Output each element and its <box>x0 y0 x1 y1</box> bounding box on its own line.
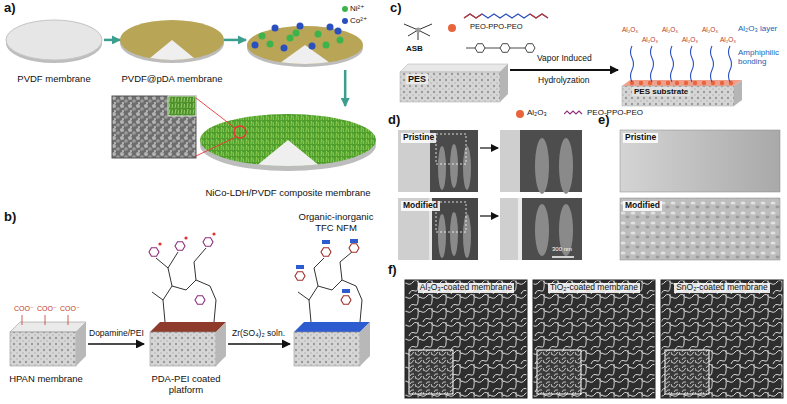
diagram-node: Modified <box>398 198 478 260</box>
text-label: b) <box>4 210 16 225</box>
legend-text: PEO-PPO-PEO <box>587 108 643 117</box>
text-label: d) <box>388 113 400 128</box>
connector-arrow <box>88 343 144 345</box>
diagram-node: HPAN membrane <box>4 316 88 400</box>
node-text: Al₂O₃-coated membrane <box>418 283 514 293</box>
diagram-node: TiO₂-coated membrane <box>533 280 655 398</box>
node-text: PDA-PEI coated platform <box>144 374 228 396</box>
node-text: Ni²⁺ <box>350 4 364 13</box>
edge-label: Zr(SO₄)₂ soln. <box>230 329 287 339</box>
node-text: Co²⁺ <box>350 16 367 25</box>
node-text: Pristine <box>623 133 658 143</box>
diagram-node: Al₂O₃ layerAmphiphilic bondingPES substr… <box>618 8 784 108</box>
node-text: NiCo-LDH/PVDF composite membrane <box>196 188 380 199</box>
connector-arrow <box>510 69 618 71</box>
text-label: f) <box>388 263 397 278</box>
node-text: Al₂O₃ layer <box>738 24 784 33</box>
connector-arrow <box>224 39 246 42</box>
node-text: Amphiphilic bonding <box>738 48 784 66</box>
text-label: a) <box>4 1 16 16</box>
diagram-node: Ni²⁺ Co²⁺ <box>246 4 380 70</box>
node-text: SnO₂-coated membrane <box>674 283 770 293</box>
text-label: Al₂O₃ <box>662 26 678 33</box>
node-text: HPAN membrane <box>4 374 88 385</box>
diagram-node: PVDF membrane <box>4 14 104 86</box>
legend-swatch <box>516 110 524 118</box>
text-label: Al₂O₃ <box>622 26 638 33</box>
legend-text: Al₂O₃ <box>527 108 547 117</box>
node-text: PES substrate <box>632 87 690 96</box>
diagram-node: SnO₂-coated membrane <box>661 280 783 398</box>
legend-line-sample <box>564 109 584 119</box>
node-text: PVDF membrane <box>4 74 104 85</box>
node-text: TiO₂-coated membrane <box>548 283 640 293</box>
diagram-node: PDA-PEI coated platform <box>144 222 228 400</box>
text-label: COO⁻ <box>37 305 57 313</box>
node-text: Modified <box>623 201 662 211</box>
text-label: ASB <box>406 44 423 53</box>
node-text: Modified <box>401 201 440 211</box>
text-label: 300 nm <box>552 246 572 253</box>
text-label: Al₂O₃ <box>720 36 736 43</box>
text-label: Hydrolyzation <box>538 76 590 86</box>
diagram-node: Modified <box>620 198 780 260</box>
diagram-node: Pristine <box>398 130 478 192</box>
diagram-node: Al₂O₃-coated membrane <box>405 280 527 398</box>
node-text: PVDF@pDA membrane <box>120 74 224 85</box>
text-label: c) <box>390 1 402 16</box>
text-label: Al₂O₃ <box>682 36 698 43</box>
text-label: COO⁻ <box>14 305 34 313</box>
connector-arrow <box>104 39 120 42</box>
text-label: COO⁻ <box>60 305 80 313</box>
diagram-node: Pristine <box>620 130 780 192</box>
connector-arrow <box>344 70 347 106</box>
node-text: Pristine <box>401 133 436 143</box>
connector-arrow <box>228 343 290 345</box>
edge-label: Vapor Induced <box>535 54 594 64</box>
diagram-node: PVDF@pDA membrane <box>120 14 224 86</box>
edge-label: Dopamine/PEI <box>87 329 146 339</box>
node-text: PES <box>406 74 428 84</box>
diagram-node: NiCo-LDH/PVDF composite membrane <box>196 106 380 202</box>
node-text: Organic-inorganic TFC NFM <box>290 212 382 234</box>
text-label: Al₂O₃ <box>642 36 658 43</box>
text-label: Al₂O₃ <box>702 26 718 33</box>
diagram-node: PES <box>398 60 510 104</box>
text-label: PEO-PPO-PEO <box>470 23 523 32</box>
diagram-node: Organic-inorganic TFC NFM <box>290 212 382 400</box>
